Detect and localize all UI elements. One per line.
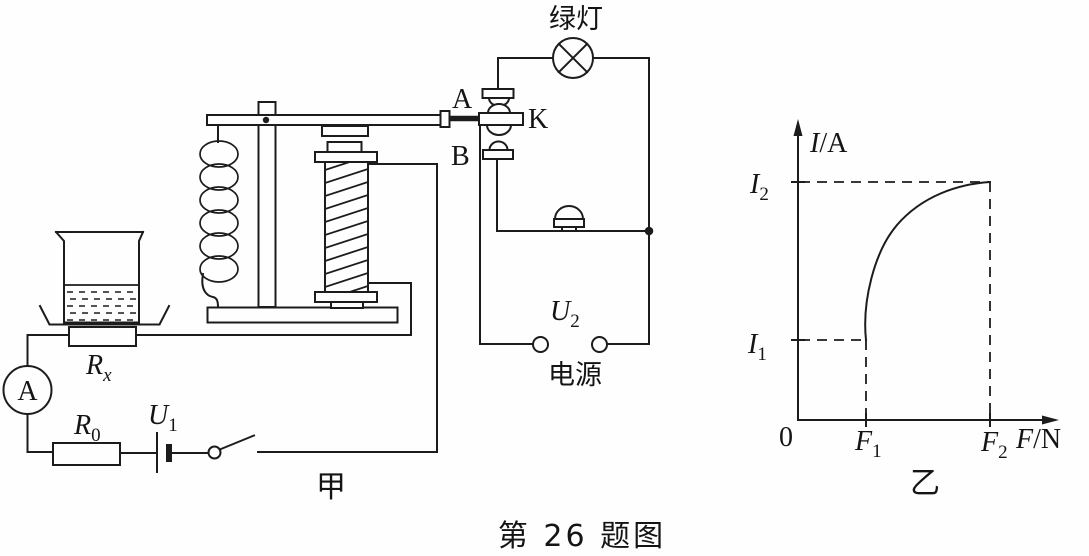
contact-b-label: B <box>451 141 470 172</box>
resistor-r0: R0 <box>52 410 121 466</box>
pivot-dot <box>262 116 270 124</box>
ammeter: A <box>2 365 53 415</box>
ammeter-label: A <box>17 376 38 407</box>
spring <box>199 124 239 309</box>
electromagnet <box>314 125 378 309</box>
graph <box>791 119 1059 427</box>
f2-tick-label: F2 <box>980 427 1008 463</box>
figure-jia-label: 甲 <box>316 470 346 505</box>
electric-bell <box>553 205 585 232</box>
contact-block-k <box>478 103 524 136</box>
figure-caption: 第 26 题图 <box>498 519 666 554</box>
y-axis-arrow-icon <box>793 119 803 136</box>
green-lamp <box>552 37 594 79</box>
relay <box>199 101 479 324</box>
pivot-post <box>257 101 277 308</box>
i2-tick-label: I2 <box>749 169 769 205</box>
switch <box>207 434 256 460</box>
figure-yi-label: 乙 <box>910 466 940 501</box>
u2-label: U2 <box>550 296 580 332</box>
contact-b <box>482 140 514 160</box>
if-curve <box>864 180 992 342</box>
i1-tick-label: I1 <box>747 329 767 365</box>
relay-base <box>206 306 399 324</box>
rx-label: Rx <box>85 350 112 386</box>
alarm-circuit <box>478 37 654 353</box>
contact-k-label: K <box>528 104 548 135</box>
origin-label: 0 <box>779 422 793 453</box>
f1-tick-label: F1 <box>854 426 882 462</box>
power-supply-u2 <box>532 336 608 353</box>
u1-label: U1 <box>148 400 178 436</box>
pressure-sensor-rx: Rx <box>68 326 137 386</box>
control-circuit-wires <box>26 163 438 454</box>
y-axis-label: I/A <box>809 128 848 159</box>
contact-a-label: A <box>452 84 473 115</box>
armature-plate <box>321 125 369 137</box>
beaker <box>54 230 145 324</box>
dashed-guides <box>800 181 991 420</box>
liquid <box>67 291 137 321</box>
green-lamp-label: 绿灯 <box>549 4 603 35</box>
axis-ticks <box>791 181 991 427</box>
axes <box>797 130 1052 421</box>
junction-dot <box>644 226 654 236</box>
x-axis-arrow-icon <box>1042 415 1059 425</box>
tray <box>38 304 171 326</box>
power-supply-label: 电源 <box>548 360 602 391</box>
armature-bar <box>206 110 479 128</box>
x-axis-label: F/N <box>1015 424 1061 455</box>
r0-label: R0 <box>73 410 101 446</box>
coil-hatching <box>326 163 367 291</box>
battery-u1: U1 <box>148 400 178 473</box>
